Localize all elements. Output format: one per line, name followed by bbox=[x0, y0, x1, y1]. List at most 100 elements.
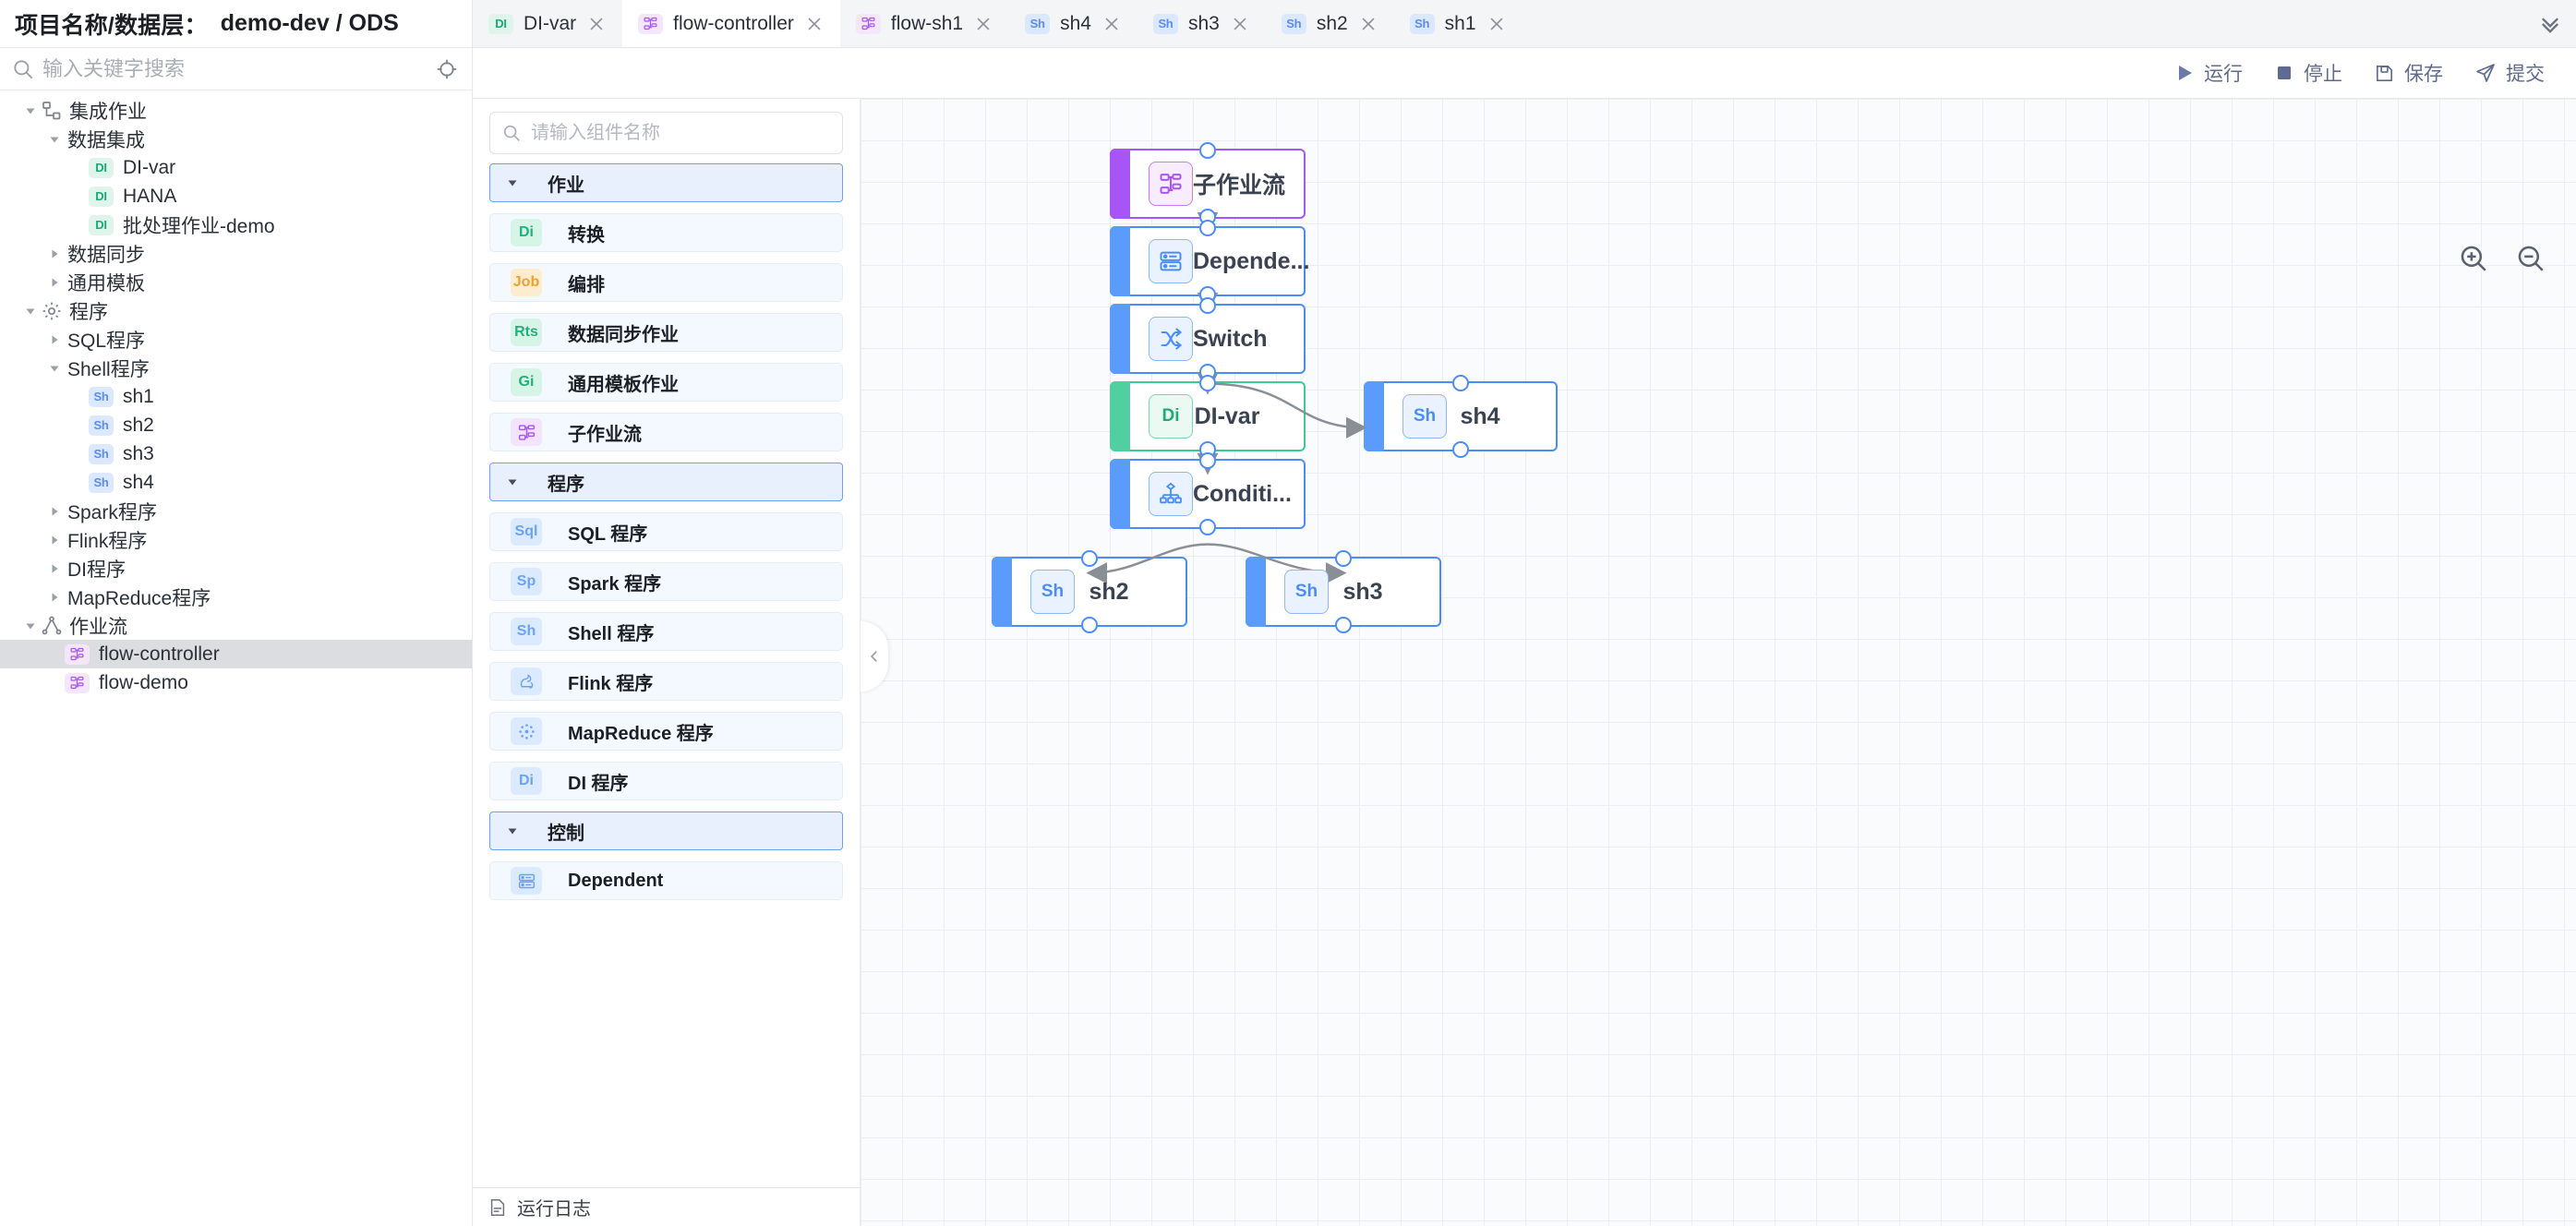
close-icon[interactable] bbox=[1230, 14, 1250, 34]
node-port-top[interactable] bbox=[1199, 297, 1216, 314]
flow-node-subflow[interactable]: 子作业流 bbox=[1110, 142, 1306, 225]
close-icon[interactable] bbox=[586, 14, 607, 34]
chevron-right-icon[interactable] bbox=[44, 587, 65, 607]
chevron-right-icon[interactable] bbox=[44, 559, 65, 579]
tree-item-flow-controller[interactable]: flow-controller bbox=[0, 640, 472, 668]
palette-group-header[interactable]: 作业 bbox=[489, 163, 843, 202]
tree-item-sql[interactable]: SQL程序 bbox=[0, 325, 472, 354]
node-port-top[interactable] bbox=[1199, 142, 1216, 159]
node-port-bottom[interactable] bbox=[1452, 441, 1469, 458]
palette-item[interactable]: MapReduce 程序 bbox=[489, 712, 843, 751]
tree-item-mapreduce[interactable]: MapReduce程序 bbox=[0, 583, 472, 611]
node-port-top[interactable] bbox=[1452, 375, 1469, 391]
tab-flow-controller[interactable]: flow-controller bbox=[622, 0, 840, 47]
sidebar-search-bar[interactable] bbox=[0, 48, 472, 90]
chevron-right-icon[interactable] bbox=[44, 330, 65, 350]
tree-item-[interactable]: 作业流 bbox=[0, 611, 472, 640]
close-icon[interactable] bbox=[804, 14, 825, 34]
close-icon[interactable] bbox=[973, 14, 993, 34]
chevron-down-icon[interactable] bbox=[44, 129, 65, 150]
node-port-top[interactable] bbox=[1081, 550, 1098, 567]
node-port-top[interactable] bbox=[1199, 220, 1216, 236]
chevron-down-icon[interactable] bbox=[20, 301, 41, 321]
zoom-out-icon[interactable] bbox=[2515, 243, 2546, 274]
palette-search-input[interactable] bbox=[522, 122, 831, 144]
tree-item-spark[interactable]: Spark程序 bbox=[0, 497, 472, 525]
node-port-bottom[interactable] bbox=[1081, 617, 1098, 633]
stop-button[interactable]: 停止 bbox=[2274, 59, 2342, 87]
chevron-right-icon[interactable] bbox=[44, 501, 65, 522]
palette-search-bar[interactable] bbox=[489, 112, 843, 154]
chevron-down-icon[interactable] bbox=[20, 616, 41, 636]
close-icon[interactable] bbox=[1487, 14, 1507, 34]
palette-item[interactable]: 子作业流 bbox=[489, 413, 843, 451]
chevron-right-icon[interactable] bbox=[44, 530, 65, 550]
node-accent-bar bbox=[992, 557, 1012, 627]
flow-node-switch[interactable]: Switch bbox=[1110, 297, 1306, 380]
tree-item-di[interactable]: DI程序 bbox=[0, 554, 472, 583]
palette-group-header[interactable]: 控制 bbox=[489, 811, 843, 850]
node-port-top[interactable] bbox=[1199, 452, 1216, 469]
node-port-top[interactable] bbox=[1199, 375, 1216, 391]
chevron-down-icon[interactable] bbox=[20, 101, 41, 121]
tree-item-label: sh4 bbox=[123, 471, 154, 493]
submit-button[interactable]: 提交 bbox=[2474, 59, 2545, 87]
flow-node-dependent[interactable]: Depende... bbox=[1110, 220, 1309, 303]
tree-item-flink[interactable]: Flink程序 bbox=[0, 525, 472, 554]
chevron-right-icon[interactable] bbox=[44, 272, 65, 293]
zoom-in-icon[interactable] bbox=[2458, 243, 2489, 274]
tree-item-shell[interactable]: Shell程序 bbox=[0, 354, 472, 382]
run-button[interactable]: 运行 bbox=[2174, 59, 2243, 87]
tree-item-[interactable]: 程序 bbox=[0, 296, 472, 325]
chevron-right-icon[interactable] bbox=[44, 244, 65, 264]
node-port-bottom[interactable] bbox=[1199, 519, 1216, 535]
node-port-bottom[interactable] bbox=[1335, 617, 1352, 633]
search-input[interactable] bbox=[35, 56, 435, 81]
tree-item-[interactable]: 通用模板 bbox=[0, 268, 472, 296]
tab-overflow-icon[interactable] bbox=[2524, 0, 2576, 47]
locate-target-icon[interactable] bbox=[435, 57, 459, 81]
tree-item-label: sh2 bbox=[123, 414, 154, 436]
chevron-down-icon[interactable] bbox=[44, 358, 65, 379]
close-icon[interactable] bbox=[1358, 14, 1378, 34]
tree-item-[interactable]: 集成作业 bbox=[0, 96, 472, 125]
node-port-top[interactable] bbox=[1335, 550, 1352, 567]
tab-flow-sh1[interactable]: flow-sh1 bbox=[840, 0, 1009, 47]
tree-item-[interactable]: 数据集成 bbox=[0, 125, 472, 153]
close-icon[interactable] bbox=[1101, 14, 1122, 34]
palette-item[interactable]: Flink 程序 bbox=[489, 662, 843, 701]
run-log-bar[interactable]: 运行日志 bbox=[473, 1187, 860, 1226]
tree-item-[interactable]: 数据同步 bbox=[0, 239, 472, 268]
palette-item[interactable]: Dependent bbox=[489, 861, 843, 900]
flow-node-condition[interactable]: Conditi... bbox=[1110, 452, 1306, 535]
save-button[interactable]: 保存 bbox=[2374, 59, 2443, 87]
palette-group-header[interactable]: 程序 bbox=[489, 463, 843, 501]
palette-collapse-handle[interactable] bbox=[861, 621, 888, 691]
tree-item-flow-demo[interactable]: flow-demo bbox=[0, 668, 472, 697]
